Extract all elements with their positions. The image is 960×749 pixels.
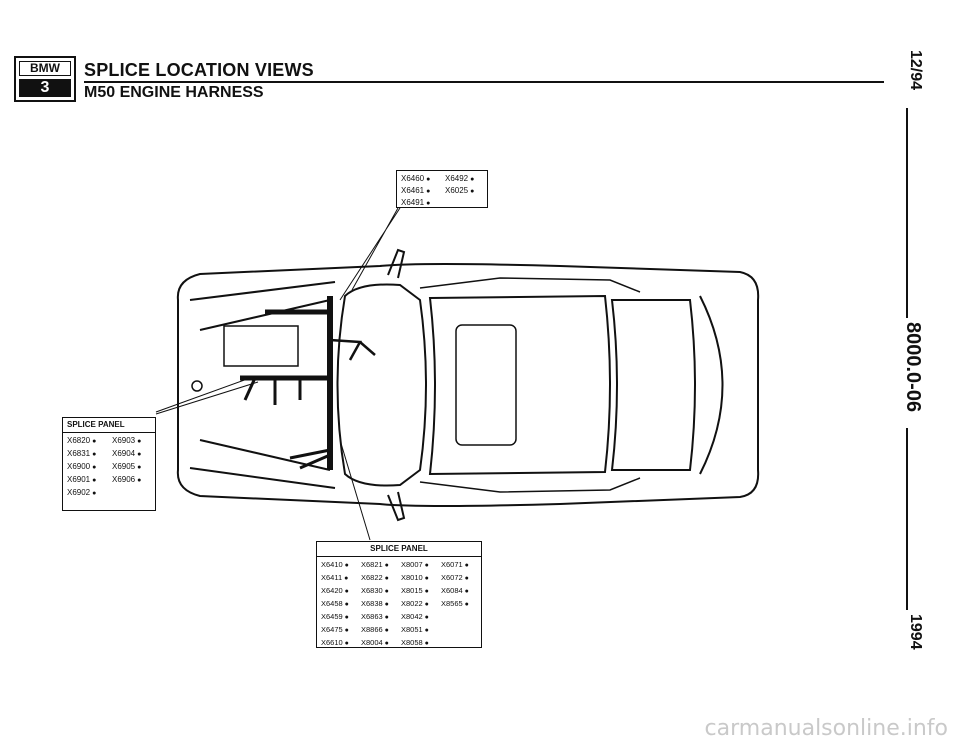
splice-id: X6901 <box>67 474 106 487</box>
rear-window <box>610 299 696 471</box>
splice-id: X8022 <box>401 598 437 611</box>
splice-id: X6902 <box>67 487 106 500</box>
splice-id: X8051 <box>401 624 437 637</box>
empty-cell <box>441 624 477 637</box>
splice-id: X6411 <box>321 572 357 585</box>
splice-panel-bottom-title: SPLICE PANEL <box>317 542 481 557</box>
splice-id: X8004 <box>361 637 397 650</box>
header-rule <box>84 81 884 83</box>
windshield <box>336 283 427 487</box>
watermark: carmanualsonline.info <box>704 716 948 741</box>
splice-id: X6830 <box>361 585 397 598</box>
splice-id: X6610 <box>321 637 357 650</box>
engine-component-box <box>223 325 299 367</box>
splice-id: X6071 <box>441 559 477 572</box>
splice-id: X6900 <box>67 461 106 474</box>
splice-panel-left: SPLICE PANEL X6820 X6903 X6831 X6904 X69… <box>62 417 156 511</box>
splice-id: X8565 <box>441 598 477 611</box>
logo-brand: BMW <box>19 61 71 76</box>
splice-id: X6461 <box>401 185 439 197</box>
mirror-top <box>387 248 406 279</box>
splice-panel-bottom: SPLICE PANEL X6410 X6821 X8007 X6071 X64… <box>316 541 482 648</box>
splice-callout-top: X6460 X6492 X6461 X6025 X6491 <box>396 170 488 208</box>
bmw-3-series-logo: BMW 3 <box>14 56 76 102</box>
leader-line-bottom <box>339 439 371 541</box>
mirror-bottom <box>387 491 406 522</box>
side-window-bottom <box>419 477 641 493</box>
side-window-top <box>419 277 641 293</box>
splice-id: X6904 <box>112 448 151 461</box>
sunroof <box>455 324 517 446</box>
splice-id: X6460 <box>401 173 439 185</box>
splice-id: X6025 <box>445 185 483 197</box>
page-title: SPLICE LOCATION VIEWS <box>84 60 314 80</box>
splice-id: X6821 <box>361 559 397 572</box>
harness-branch-5 <box>329 338 376 361</box>
hood-line-top <box>189 281 336 301</box>
harness-branch-4 <box>289 448 331 470</box>
leader-line-top <box>339 207 401 301</box>
harness-branch-3 <box>243 377 302 405</box>
splice-id: X6420 <box>321 585 357 598</box>
splice-id: X6838 <box>361 598 397 611</box>
splice-id: X6410 <box>321 559 357 572</box>
side-line-2 <box>906 428 908 610</box>
splice-id: X6906 <box>112 474 151 487</box>
logo-series: 3 <box>19 79 71 97</box>
empty-cell <box>441 611 477 624</box>
roof-outline <box>428 294 611 476</box>
splice-id: X6863 <box>361 611 397 624</box>
splice-id: X6492 <box>445 173 483 185</box>
splice-id: X8866 <box>361 624 397 637</box>
splice-id: X8015 <box>401 585 437 598</box>
splice-id: X6491 <box>401 197 439 209</box>
radiator-cap <box>191 380 203 392</box>
splice-id: X6905 <box>112 461 151 474</box>
splice-id: X6458 <box>321 598 357 611</box>
splice-id: X6831 <box>67 448 106 461</box>
leader-line-left <box>155 377 259 415</box>
splice-id: X6475 <box>321 624 357 637</box>
splice-id: X6072 <box>441 572 477 585</box>
splice-id: X8010 <box>401 572 437 585</box>
splice-id: X6903 <box>112 435 151 448</box>
trunk-line <box>699 295 724 475</box>
splice-id: X8058 <box>401 637 437 650</box>
page-subtitle: M50 ENGINE HARNESS <box>84 84 264 101</box>
splice-id: X6822 <box>361 572 397 585</box>
hood-crease-1 <box>199 299 331 331</box>
side-line-1 <box>906 108 908 318</box>
splice-panel-left-title: SPLICE PANEL <box>63 418 155 433</box>
car-body-outline <box>176 263 760 507</box>
splice-id: X6820 <box>67 435 106 448</box>
splice-id: X6084 <box>441 585 477 598</box>
splice-id: X8042 <box>401 611 437 624</box>
hood-line-bottom <box>189 467 336 489</box>
splice-id: X6459 <box>321 611 357 624</box>
splice-id: X8007 <box>401 559 437 572</box>
